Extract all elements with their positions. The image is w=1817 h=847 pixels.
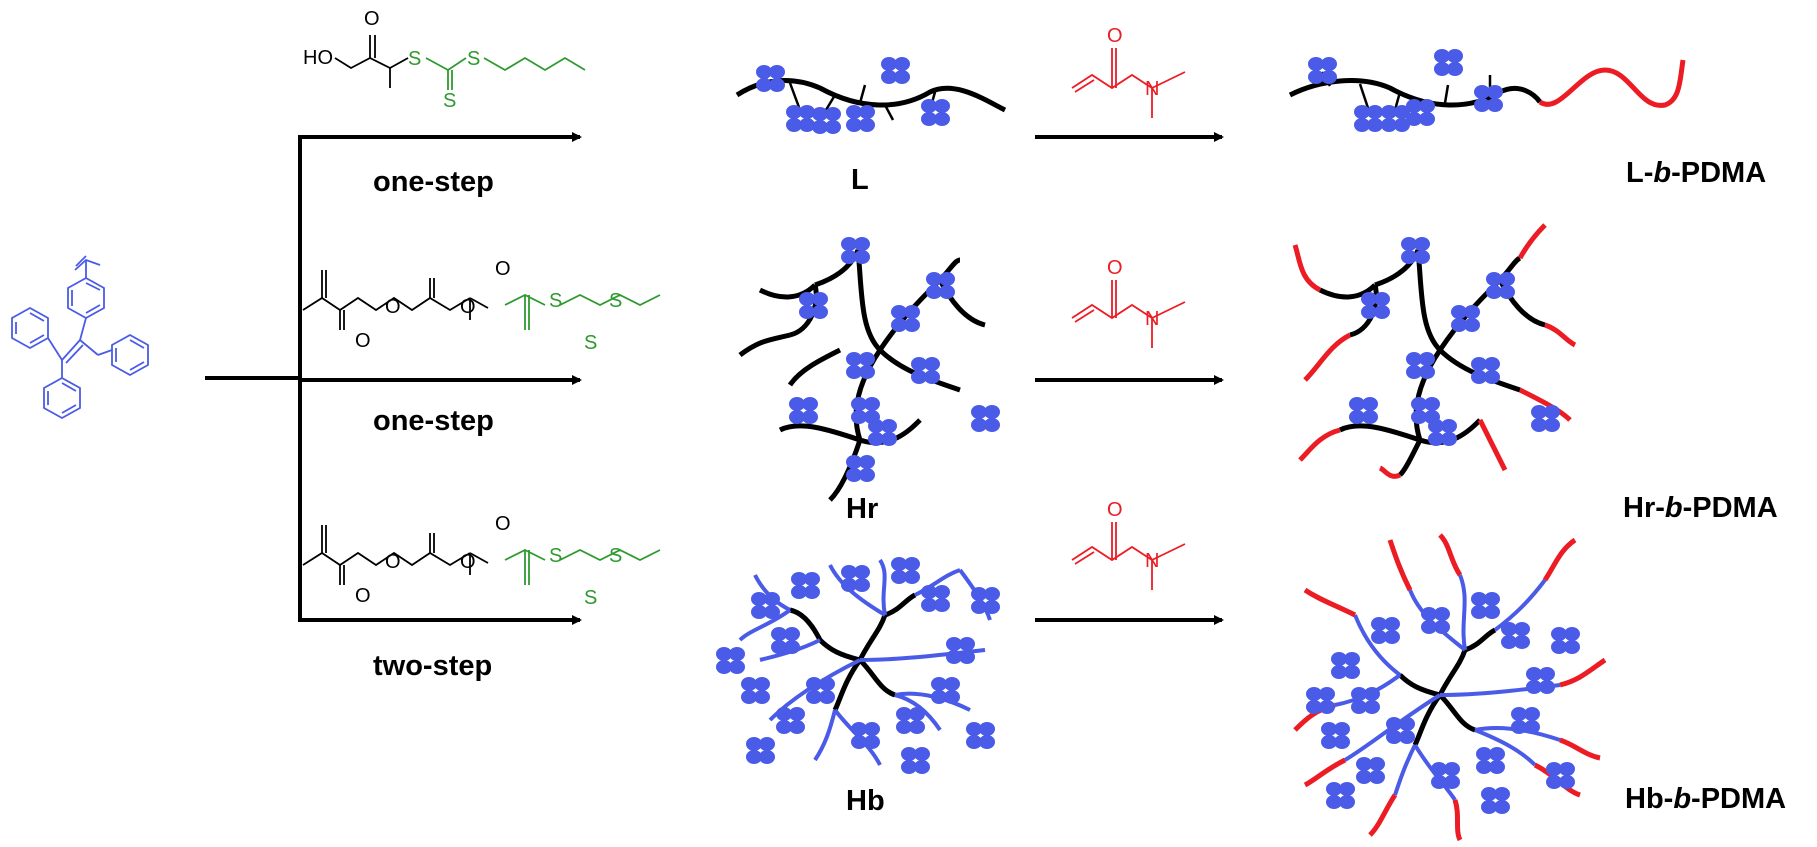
atom-sulfur: S [609,290,623,312]
atom-oxygen: O [355,330,371,352]
atom-sulfur: S [549,290,563,312]
hb-block-copolymer [1293,533,1607,842]
product-label-Hb-b-PDMA: Hb-b-PDMA [1625,783,1787,815]
atom-sulfur: S [549,545,563,567]
tpe-vinyl-monomer [11,255,149,420]
atom-oxygen: O [385,551,401,573]
atom-sulfur: S [609,545,623,567]
atom-nitrogen: N [1145,550,1160,572]
atom-oxygen: O [385,296,401,318]
atom-nitrogen: N [1145,308,1160,330]
hyperbranched-block-polymer [716,557,1000,774]
linear-polymer [735,57,1007,134]
atom-oxygen: O [364,8,380,30]
branch-arrows [205,132,1224,625]
cta-linear [334,35,586,90]
atom-sulfur: S [584,587,598,609]
dma-monomer-row2 [1071,280,1186,348]
product-label-Hr-b-PDMA: Hr-b-PDMA [1623,492,1778,524]
step-label-row2: one-step [373,405,494,437]
atom-sulfur: S [408,48,422,70]
polymer-label-Hb: Hb [846,785,885,817]
atom-hydroxyl: HO [303,47,333,69]
atom-sulfur: S [443,90,457,112]
atom-oxygen: O [495,258,511,280]
atom-nitrogen: N [1145,78,1160,100]
linear-block-copolymer [1288,49,1686,132]
atom-oxygen: O [1107,257,1123,279]
cta-inimer-row3 [302,525,661,585]
atom-sulfur: S [584,332,598,354]
polymer-label-Hr: Hr [846,493,879,525]
dma-monomer-row3 [1071,522,1186,590]
atom-oxygen: O [460,296,476,318]
atom-oxygen: O [1107,25,1123,47]
product-label-L-b-PDMA: L-b-PDMA [1626,157,1767,189]
dma-monomer-row1 [1071,48,1186,118]
cta-inimer-row2 [302,270,661,330]
step-label-row3: two-step [373,650,493,682]
atom-oxygen: O [460,551,476,573]
polymer-label-L: L [851,164,869,196]
atom-oxygen: O [355,585,371,607]
atom-oxygen: O [1107,499,1123,521]
step-label-row1: one-step [373,166,494,198]
atom-oxygen: O [495,513,511,535]
hr-block-copolymer [1292,223,1577,479]
atom-sulfur: S [467,48,481,70]
